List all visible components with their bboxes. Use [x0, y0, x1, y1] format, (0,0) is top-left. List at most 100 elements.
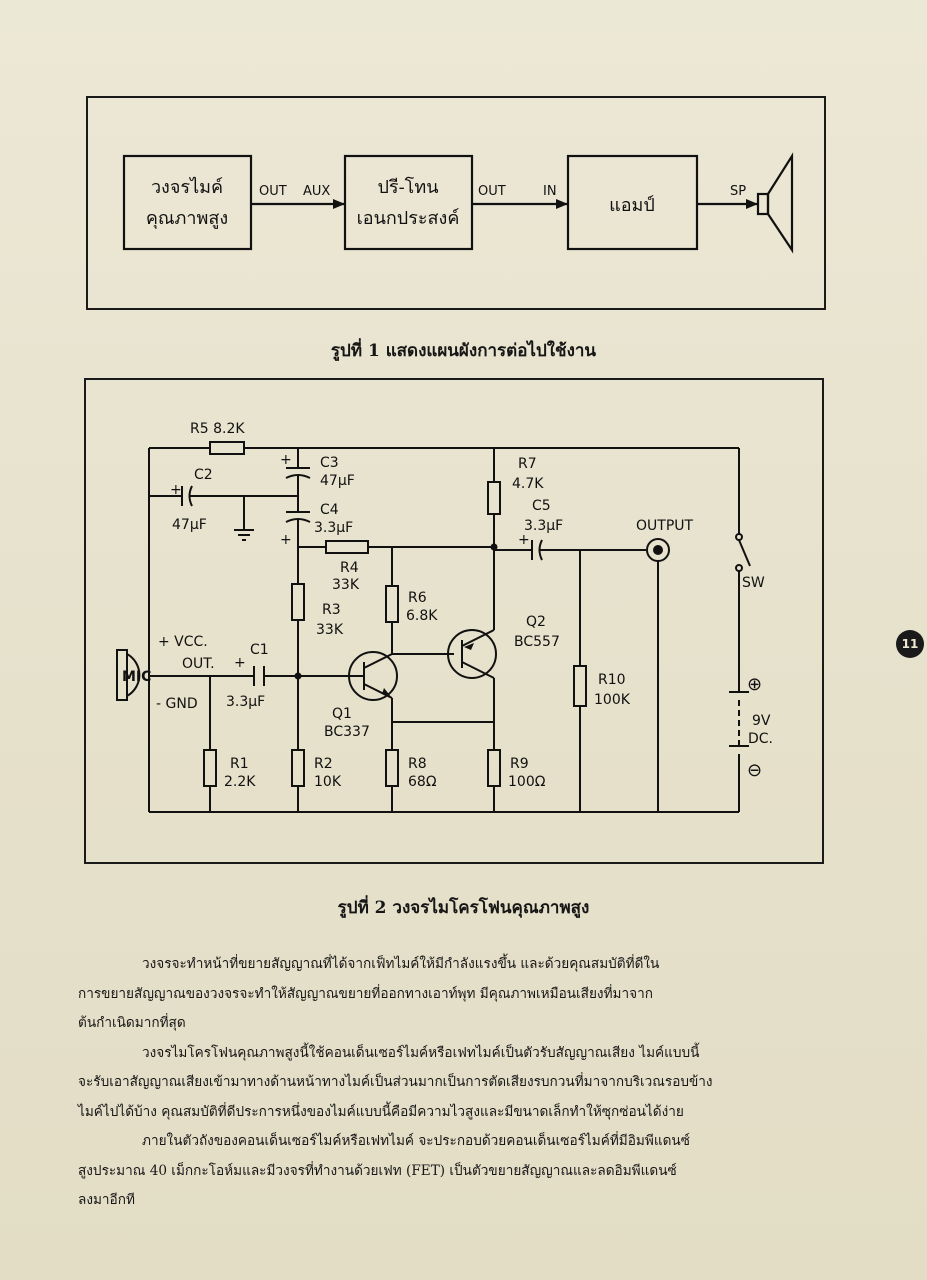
c3-value: 47µF	[320, 473, 355, 489]
battery-label: 9V	[752, 713, 771, 729]
sw-label: SW	[742, 575, 765, 591]
c1-plus: +	[234, 655, 246, 671]
c2-label: C2	[194, 467, 213, 483]
mic-capsule	[126, 653, 141, 697]
r2-resistor	[291, 749, 305, 787]
pretone-block-label-1: ปรี-โทน	[377, 176, 438, 198]
q2-value: BC557	[514, 634, 560, 650]
r4-label: R4	[340, 560, 359, 576]
r9-label: R9	[510, 756, 529, 772]
r7-resistor	[487, 481, 501, 515]
arrow-head-3	[746, 199, 758, 209]
r9-value: 100Ω	[508, 774, 546, 790]
body-line: วงจรจะทำหน้าที่ขยายสัญญาณที่ได้จากเฟ็ทไม…	[142, 956, 660, 972]
r3-label: R3	[322, 602, 341, 618]
amp-block-label: แอมป์	[609, 195, 655, 216]
body-line: ภายในตัวถังของคอนเด็นเซอร์ไมค์หรือเฟทไมค…	[142, 1133, 690, 1149]
r7-label: R7	[518, 456, 537, 472]
r3-value: 33K	[316, 622, 344, 638]
pretone-block-label-2: เอนกประสงค์	[357, 208, 460, 229]
q2-label: Q2	[526, 614, 546, 630]
battery-minus-icon: ⊖	[747, 760, 762, 781]
vcc-label: + VCC.	[158, 634, 208, 650]
block-diagram-frame: วงจรไมค์ คุณภาพสูง ปรี-โทน เอนกประสงค์ แ…	[86, 96, 826, 310]
sp-label: SP	[730, 184, 746, 199]
r1-label: R1	[230, 756, 249, 772]
r2-label: R2	[314, 756, 333, 772]
c2-capacitor	[188, 485, 193, 507]
circuit-schematic: R5 8.2K C3 47µF C2 47µF C4 3.3µF R4 33K …	[116, 421, 773, 813]
c4-plus: +	[280, 532, 292, 548]
r5-resistor	[209, 441, 245, 455]
c5-capacitor	[538, 539, 543, 561]
r1-resistor	[203, 749, 217, 787]
r6-label: R6	[408, 590, 427, 606]
speaker-cone	[766, 152, 794, 254]
schematic-frame: R5 8.2K C3 47µF C2 47µF C4 3.3µF R4 33K …	[84, 378, 824, 864]
c1-label: C1	[250, 642, 269, 658]
output-label: OUTPUT	[636, 518, 694, 534]
mic-element	[116, 649, 128, 701]
r4-value: 33K	[332, 577, 360, 593]
r6-resistor	[385, 585, 399, 623]
sw-switch	[738, 539, 751, 567]
gnd-label: - GND	[156, 696, 198, 712]
r10-label: R10	[598, 672, 626, 688]
arrow-head-1	[333, 199, 345, 209]
figure1-caption: รูปที่ 1 แสดงแผนผังการต่อไปใช้งาน	[330, 341, 597, 361]
r8-resistor	[385, 749, 399, 787]
mic-label: MIC	[122, 669, 151, 685]
mic-block-label-1: วงจรไมค์	[151, 176, 223, 198]
r5-label: R5 8.2K	[190, 421, 245, 437]
mic-block-label-2: คุณภาพสูง	[146, 208, 228, 229]
out-pin-label: OUT.	[182, 656, 215, 672]
c3-plus: +	[280, 452, 292, 468]
c4-value: 3.3µF	[314, 520, 353, 536]
body-line: จะรับเอาสัญญาณเสียงเข้ามาทางด้านหน้าทางไ…	[78, 1074, 713, 1090]
in-label: IN	[543, 184, 557, 199]
body-line: ลงมาอีกที	[78, 1192, 135, 1208]
c2-value: 47µF	[172, 517, 207, 533]
c3-label: C3	[320, 455, 339, 471]
body-line: วงจรไมโครโฟนคุณภาพสูงนี้ใช้คอนเด็นเซอร์ไ…	[142, 1044, 700, 1061]
out-label-1: OUT	[259, 184, 287, 199]
q1-value: BC337	[324, 724, 370, 740]
r4-resistor	[325, 540, 369, 554]
body-line: การขยายสัญญาณของวงจรจะทำให้สัญญาณขยายที่…	[78, 985, 653, 1002]
out-label-2: OUT	[478, 184, 506, 199]
battery-plus-icon: ⊕	[747, 674, 762, 695]
c2-plus: +	[170, 482, 182, 498]
r10-value: 100K	[594, 692, 631, 708]
q1-label: Q1	[332, 706, 352, 722]
r8-value: 68Ω	[408, 774, 437, 790]
r6-value: 6.8K	[406, 608, 438, 624]
arrow-head-2	[556, 199, 568, 209]
c5-label: C5	[532, 498, 551, 514]
c4-label: C4	[320, 502, 339, 518]
speaker-magnet	[756, 192, 770, 216]
c1-value: 3.3µF	[226, 694, 265, 710]
body-line: สูงประมาณ 40 เม็กกะโอห์มและมีวงจรที่ทำงา…	[78, 1162, 677, 1179]
r10-resistor	[573, 665, 587, 707]
page-number-badge: 11	[896, 630, 924, 658]
amp-block	[566, 154, 699, 251]
r9-resistor	[487, 749, 501, 787]
figure2-caption: รูปที่ 2 วงจรไมโครโฟนคุณภาพสูง	[337, 898, 590, 918]
r1-value: 2.2K	[224, 774, 256, 790]
body-line: ไมค์ไปได้บ้าง คุณสมบัติที่ดีประการหนึ่งข…	[78, 1103, 684, 1120]
body-text: วงจรจะทำหน้าที่ขยายสัญญาณที่ได้จากเฟ็ทไม…	[78, 950, 816, 1216]
battery-dc-label: DC.	[748, 731, 773, 747]
pretone-block	[343, 154, 474, 251]
c5-plus: +	[518, 532, 530, 548]
aux-label: AUX	[303, 184, 330, 199]
block-diagram: วงจรไมค์ คุณภาพสูง ปรี-โทน เอนกประสงค์ แ…	[122, 152, 794, 254]
mic-circuit-block	[122, 154, 253, 251]
r7-value: 4.7K	[512, 476, 544, 492]
r2-value: 10K	[314, 774, 342, 790]
body-line: ต้นกำเนิดมากที่สุด	[78, 1015, 186, 1031]
r3-resistor	[291, 583, 305, 621]
r8-label: R8	[408, 756, 427, 772]
c5-value: 3.3µF	[524, 518, 563, 534]
q2-transistor	[447, 629, 497, 679]
